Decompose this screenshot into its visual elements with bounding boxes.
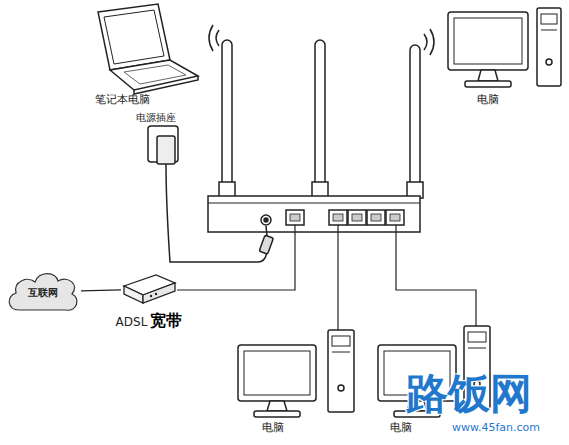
- wan-cable: [177, 225, 295, 290]
- router-body: [208, 196, 420, 232]
- text-holder: 电脑: [378, 420, 424, 436]
- lan-port: [329, 210, 347, 225]
- drive-slot: [468, 348, 486, 349]
- text-holder: 笔记本电脑: [84, 92, 160, 108]
- modem-shape: [121, 272, 177, 306]
- laptop-keyboard: [124, 65, 186, 84]
- port-socket: [290, 214, 300, 221]
- wifi-arc: [424, 34, 427, 50]
- lan-port: [367, 210, 385, 225]
- power-jack-pin: [264, 218, 268, 222]
- drive-bay: [332, 336, 350, 346]
- text-holder: 电脑: [464, 92, 512, 108]
- text-holder: 电脑: [250, 420, 296, 436]
- laptop-icon: [98, 4, 198, 94]
- port-socket: [371, 214, 381, 221]
- device-label-node: 电脑: [378, 420, 424, 436]
- pc-tower: [328, 330, 354, 412]
- port-socket: [390, 214, 400, 221]
- node-text: 电脑: [262, 422, 284, 434]
- drive-bay: [541, 14, 557, 24]
- power-button: [546, 59, 552, 65]
- lan-port: [348, 210, 366, 225]
- monitor-screen: [454, 18, 522, 64]
- modem-led: [155, 293, 157, 295]
- node-text: ADSL: [116, 316, 148, 329]
- wifi-arc: [209, 25, 213, 51]
- modem-led: [150, 295, 152, 297]
- node-text: 电脑: [390, 422, 412, 434]
- monitor: [448, 12, 528, 70]
- wifi-arc: [216, 30, 219, 46]
- modem-front: [143, 283, 175, 303]
- text-holder: 互联网: [5, 268, 81, 316]
- desktop-pc: [238, 330, 354, 417]
- router-antennas: [219, 40, 423, 200]
- device-label-node: 电脑: [250, 420, 296, 436]
- text-holder: ADSL宽带: [101, 312, 197, 330]
- lan-port: [386, 210, 404, 225]
- drive-slot: [541, 30, 557, 31]
- watermark: 路饭网: [406, 366, 532, 422]
- modem-side: [124, 286, 143, 303]
- monitor-neck: [267, 401, 287, 411]
- laptop-lid: [98, 4, 170, 70]
- wifi-arc: [430, 29, 434, 55]
- drive-bay: [468, 332, 486, 342]
- router-edge: [208, 203, 420, 204]
- plug-tip: [266, 226, 267, 236]
- power-button: [338, 385, 344, 391]
- device-label-node: 电源插座: [128, 110, 184, 124]
- lan-cable: [396, 225, 476, 326]
- text-holder: 电源插座: [128, 110, 184, 124]
- power-cord: [166, 164, 258, 262]
- power-jack: [261, 215, 271, 225]
- power-socket: [148, 126, 273, 262]
- monitor-base: [254, 411, 300, 417]
- antenna: [222, 40, 232, 200]
- node-text: 笔记本电脑: [95, 94, 150, 106]
- pc-tower: [537, 8, 561, 86]
- port-socket: [352, 214, 362, 221]
- monitor-base: [465, 81, 511, 87]
- laptop-screen: [104, 10, 164, 64]
- watermark-url: www.45fan.com: [452, 421, 540, 434]
- node-text: 互联网: [28, 287, 58, 298]
- adsl-modem: ADSL宽带: [121, 272, 177, 306]
- monitor: [238, 345, 316, 401]
- device-label-node: 电脑: [464, 92, 512, 108]
- port-socket: [333, 214, 343, 221]
- device-label-node: 笔记本电脑: [84, 92, 160, 108]
- internet-cloud: 互联网: [5, 268, 81, 316]
- antenna: [410, 45, 420, 200]
- antenna: [315, 40, 325, 200]
- drive-slot: [332, 352, 350, 353]
- laptop-edge: [134, 76, 198, 94]
- power-plug: [259, 235, 273, 254]
- cloud-outline: [9, 274, 77, 311]
- lan-cable: [337, 225, 338, 330]
- power-adapter: [157, 136, 175, 164]
- monitor-neck: [478, 70, 498, 81]
- node-text: 电源插座: [136, 112, 176, 123]
- network-cables: [177, 225, 476, 330]
- monitor-screen: [244, 351, 310, 395]
- connector-line: [81, 290, 121, 291]
- wan-port: [286, 210, 304, 225]
- node-text: 电脑: [477, 94, 499, 106]
- router: [208, 196, 420, 232]
- node-text: 宽带: [150, 312, 182, 330]
- desktop-pc: [448, 8, 561, 87]
- laptop-base: [110, 60, 198, 90]
